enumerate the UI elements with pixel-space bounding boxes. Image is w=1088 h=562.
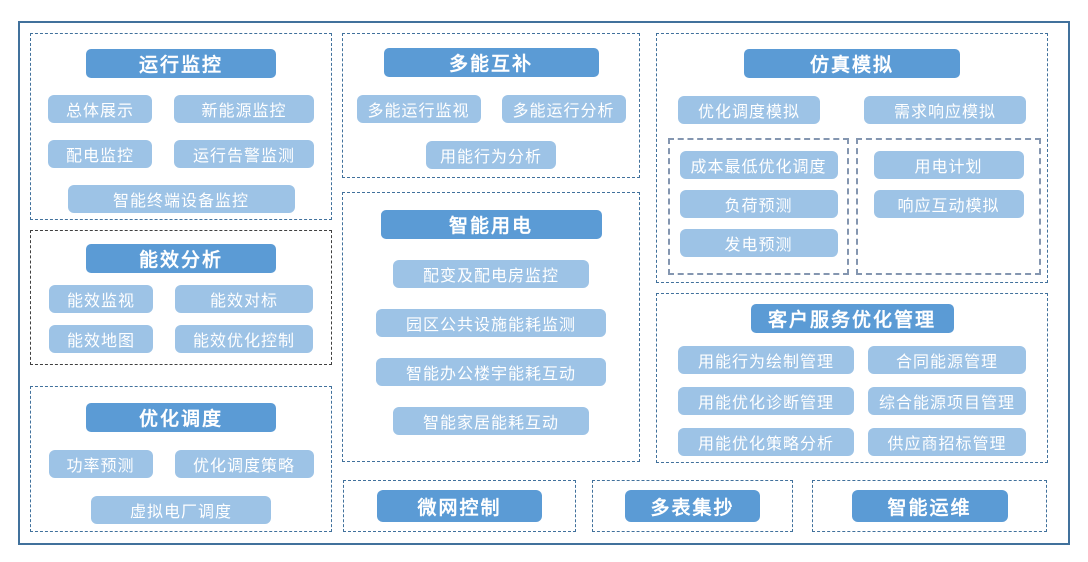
module-row: 用能行为绘制管理 合同能源管理 (678, 346, 1026, 374)
module-multi-energy-operation-monitoring: 多能运行监视 (356, 95, 481, 123)
module-alarm-monitoring: 运行告警监测 (174, 140, 314, 168)
group-customer-service: 客户服务优化管理 用能行为绘制管理 合同能源管理 用能优化诊断管理 综合能源项目… (656, 293, 1048, 463)
module-row: 总体展示 新能源监控 (48, 95, 314, 123)
module-row: 能效监视 能效对标 (49, 285, 313, 313)
module-generation-forecast: 发电预测 (679, 229, 838, 257)
module-load-forecast: 负荷预测 (679, 190, 838, 218)
module-power-forecast: 功率预测 (48, 450, 153, 478)
module-dispatch-strategy: 优化调度策略 (174, 450, 314, 478)
module-row: 能效地图 能效优化控制 (49, 325, 313, 353)
module-response-interaction-simulation: 响应互动模拟 (873, 190, 1024, 218)
group-multi-meter-reading: 多表集抄 (592, 480, 793, 532)
module-energy-behavior-analysis: 用能行为分析 (425, 141, 556, 169)
module-header-customer-service: 客户服务优化管理 (750, 304, 954, 333)
module-header-operation-monitoring: 运行监控 (86, 49, 276, 78)
subgroup-simulation-dispatch: 成本最低优化调度 负荷预测 发电预测 (668, 138, 849, 275)
module-header-multi-meter-reading: 多表集抄 (625, 490, 760, 522)
module-energy-optimization-diagnosis: 用能优化诊断管理 (678, 387, 854, 415)
group-energy-efficiency-analysis: 能效分析 能效监视 能效对标 能效地图 能效优化控制 (30, 230, 332, 365)
module-efficiency-optimization-control: 能效优化控制 (175, 325, 313, 353)
module-overall-display: 总体展示 (48, 95, 152, 123)
module-row: 智能终端设备监控 (67, 185, 295, 213)
group-simulation: 仿真模拟 优化调度模拟 需求响应模拟 成本最低优化调度 负荷预测 发电预测 用电… (656, 33, 1048, 283)
subgroup-simulation-response: 用电计划 响应互动模拟 (856, 138, 1041, 275)
module-row: 用能优化诊断管理 综合能源项目管理 (678, 387, 1026, 415)
group-multi-energy: 多能互补 多能运行监视 多能运行分析 用能行为分析 (342, 33, 640, 178)
module-demand-response-simulation: 需求响应模拟 (864, 96, 1026, 124)
module-header-smart-power: 智能用电 (380, 210, 602, 239)
module-office-building-energy-interaction: 智能办公楼宇能耗互动 (375, 358, 606, 386)
module-row: 功率预测 优化调度策略 (48, 450, 314, 478)
group-optimal-dispatch: 优化调度 功率预测 优化调度策略 虚拟电厂调度 (30, 386, 332, 532)
module-new-energy-monitoring: 新能源监控 (174, 95, 314, 123)
module-smart-home-energy-interaction: 智能家居能耗互动 (392, 407, 589, 435)
module-row: 用能优化策略分析 供应商招标管理 (678, 428, 1026, 456)
module-row: 优化调度模拟 需求响应模拟 (678, 96, 1026, 124)
module-header-microgrid-control: 微网控制 (377, 490, 542, 522)
module-distribution-monitoring: 配电监控 (48, 140, 152, 168)
module-row: 配电监控 运行告警监测 (48, 140, 314, 168)
module-power-usage-plan: 用电计划 (873, 151, 1024, 179)
module-header-energy-efficiency: 能效分析 (86, 244, 276, 273)
module-energy-optimization-strategy-analysis: 用能优化策略分析 (678, 428, 854, 456)
group-smart-operation-maintenance: 智能运维 (812, 480, 1047, 532)
module-park-facility-energy-monitoring: 园区公共设施能耗监测 (375, 309, 606, 337)
module-row: 用能行为分析 (425, 141, 556, 169)
module-integrated-energy-project-management: 综合能源项目管理 (868, 387, 1026, 415)
module-header-optimal-dispatch: 优化调度 (86, 403, 276, 432)
module-multi-energy-operation-analysis: 多能运行分析 (501, 95, 626, 123)
group-microgrid-control: 微网控制 (343, 480, 576, 532)
group-smart-power: 智能用电 配变及配电房监控 园区公共设施能耗监测 智能办公楼宇能耗互动 智能家居… (342, 192, 640, 462)
module-smart-terminal-monitoring: 智能终端设备监控 (67, 185, 295, 213)
module-row: 虚拟电厂调度 (91, 496, 271, 524)
module-dispatch-simulation: 优化调度模拟 (678, 96, 820, 124)
module-row: 多能运行监视 多能运行分析 (356, 95, 626, 123)
module-energy-behavior-profiling-management: 用能行为绘制管理 (678, 346, 854, 374)
module-contract-energy-management: 合同能源管理 (868, 346, 1026, 374)
module-header-multi-energy: 多能互补 (383, 48, 599, 77)
group-operation-monitoring: 运行监控 总体展示 新能源监控 配电监控 运行告警监测 智能终端设备监控 (30, 33, 332, 220)
module-header-smart-operation-maintenance: 智能运维 (851, 490, 1008, 522)
module-virtual-power-plant-dispatch: 虚拟电厂调度 (91, 496, 271, 524)
module-lowest-cost-dispatch: 成本最低优化调度 (679, 151, 838, 179)
module-efficiency-monitoring: 能效监视 (49, 285, 153, 313)
module-efficiency-map: 能效地图 (49, 325, 153, 353)
module-transformer-room-monitoring: 配变及配电房监控 (392, 260, 589, 288)
module-header-simulation: 仿真模拟 (744, 49, 960, 78)
module-supplier-bidding-management: 供应商招标管理 (868, 428, 1026, 456)
module-efficiency-benchmarking: 能效对标 (175, 285, 313, 313)
